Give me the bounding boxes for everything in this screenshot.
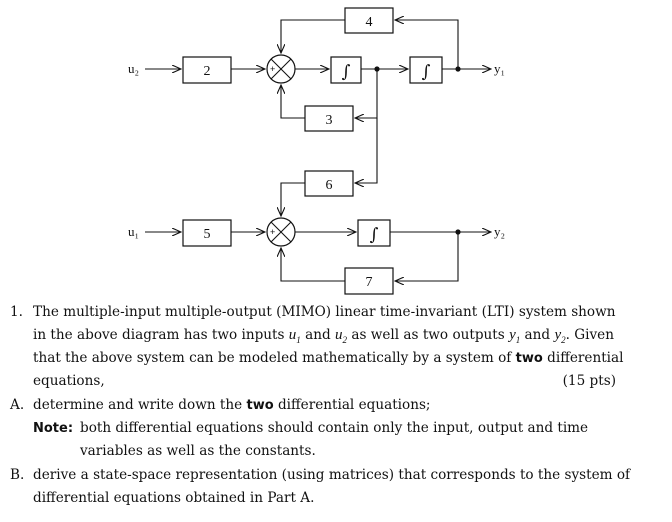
note-line-1: both differential equations should conta…: [80, 420, 589, 436]
x2-to-block6-line: [355, 118, 378, 183]
q1-line2-part-e: . Given: [565, 327, 614, 343]
sum-bottom-plus-sign: +: [270, 227, 275, 237]
question-1-number: 1.: [10, 304, 23, 320]
question-1-line-1: The multiple-input multiple-output (MIMO…: [33, 304, 616, 320]
sum-top-plus-sign: +: [270, 64, 275, 74]
symbol-u2: u2: [335, 327, 348, 345]
gain-block-4-label: 4: [366, 15, 373, 30]
part-a-label: A.: [10, 397, 25, 413]
emphasis-two: two: [515, 351, 543, 366]
gain-block-3-label: 3: [326, 113, 333, 128]
gain-block-5-label: 5: [204, 227, 211, 242]
note-label: Note:: [33, 421, 74, 436]
part-b-label: B.: [10, 467, 25, 483]
integrator-3-symbol: ∫: [370, 225, 379, 245]
question-1-points: (15 pts): [562, 373, 616, 389]
block-diagram: u₂ 2 + ∫ ∫ y₁ 4 3 6 u₁ 5 +: [128, 7, 505, 295]
part-a-text: determine and write down the two differe…: [33, 397, 431, 413]
y2-to-block7-line: [395, 232, 459, 281]
block6-to-sum-bottom-line: [281, 182, 305, 216]
gain-block-3: [304, 105, 354, 132]
symbol-u1: u1: [288, 327, 301, 345]
gain-block-6: [304, 170, 354, 197]
gain-block-7-label: 7: [366, 275, 373, 290]
note-line-2: variables as well as the constants.: [80, 443, 316, 459]
question-1-line-3: that the above system can be modeled mat…: [33, 350, 624, 366]
block3-to-sum-top-line: [281, 85, 305, 119]
output-y2-label: y₂: [494, 224, 505, 239]
integrator-2-symbol: ∫: [422, 62, 431, 82]
output-y1-label: y₁: [494, 61, 505, 76]
gain-block-2-label: 2: [204, 64, 211, 79]
part-b-line-2: differential equations obtained in Part …: [33, 490, 315, 506]
question-1-line-4: equations,: [33, 373, 105, 389]
q1-line2-part-d: and: [520, 327, 555, 343]
integrator-block-1: [330, 56, 362, 84]
block4-to-sum-top-line: [281, 19, 345, 53]
input-u1-label: u₁: [128, 224, 139, 239]
y1-to-block4-line: [395, 20, 459, 69]
integrator-block-3: [357, 219, 391, 247]
integrator-1-symbol: ∫: [342, 62, 351, 82]
symbol-y1: y1: [509, 327, 521, 345]
summing-junction-bottom: +: [266, 217, 296, 247]
q1-line2-part-c: as well as two outputs: [347, 327, 510, 343]
block7-to-sum-bottom-line: [281, 248, 345, 282]
summing-junction-top: +: [266, 54, 296, 84]
q1-line2-part-a: in the above diagram has two inputs: [33, 327, 289, 343]
part-a-emphasis-two: two: [246, 398, 274, 413]
q1-line2-part-b: and: [300, 327, 336, 343]
part-b-line-1: derive a state-space representation (usi…: [33, 467, 631, 483]
gain-block-6-label: 6: [326, 178, 333, 193]
gain-block-2: [182, 56, 232, 84]
gain-block-7: [344, 267, 394, 295]
gain-block-5: [182, 219, 232, 247]
question-1-line-2: in the above diagram has two inputs u1 a…: [33, 324, 614, 352]
integrator-block-2: [409, 56, 443, 84]
input-u2-label: u₂: [128, 61, 139, 76]
symbol-y2: y2: [554, 327, 566, 345]
